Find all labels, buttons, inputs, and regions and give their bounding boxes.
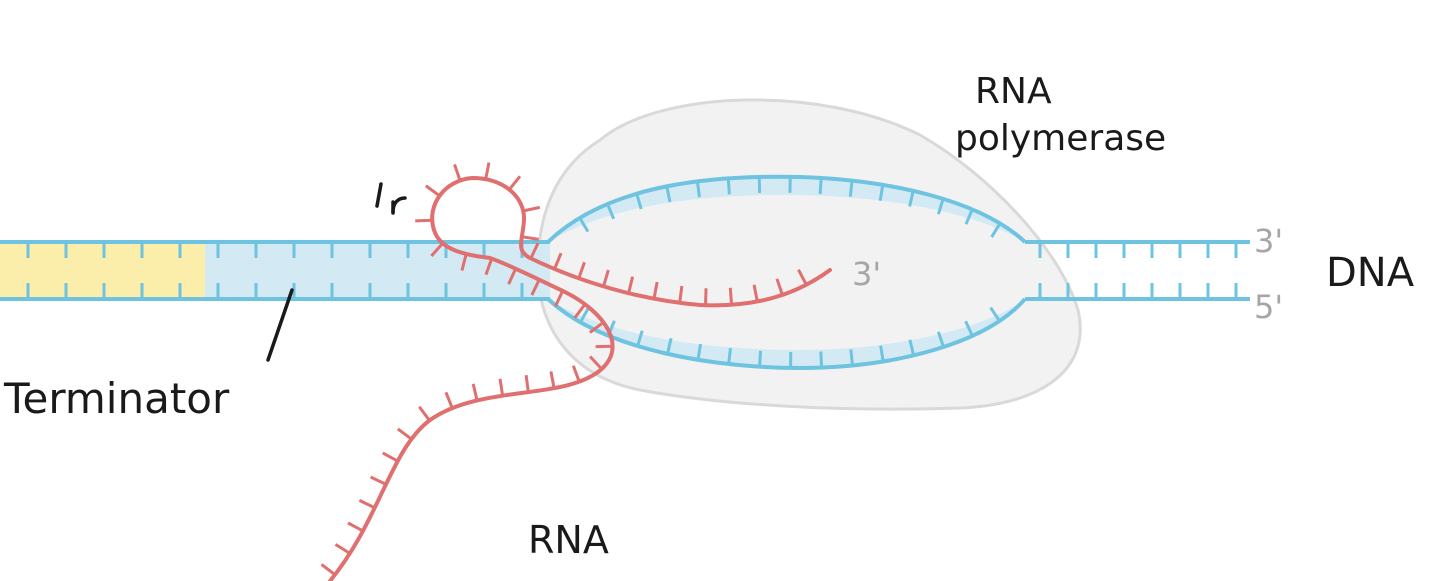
- base-tick: [571, 365, 581, 383]
- base-tick: [635, 193, 643, 210]
- dna-left-base-pairs: [26, 244, 524, 297]
- base-tick: [879, 345, 885, 362]
- base-tick: [577, 261, 586, 279]
- base-tick: [347, 521, 364, 533]
- dna-top-3prime-label: 3': [1254, 222, 1283, 260]
- base-tick: [529, 242, 540, 260]
- base-tick: [666, 337, 673, 355]
- base-tick: [396, 427, 413, 441]
- rna-3prime-label: 3': [852, 255, 881, 293]
- base-tick: [936, 198, 945, 215]
- base-tick: [908, 190, 915, 207]
- base-tick: [848, 180, 854, 197]
- base-tick: [498, 378, 505, 396]
- base-tick: [602, 269, 610, 287]
- base-tick: [418, 405, 431, 422]
- base-tick: [554, 290, 565, 307]
- base-tick: [990, 222, 1002, 238]
- rna-polymerase-label-line2: polymerase: [955, 118, 1166, 159]
- base-tick: [460, 253, 468, 271]
- base-tick: [849, 349, 854, 366]
- base-tick: [878, 184, 885, 201]
- base-tick: [578, 217, 590, 233]
- base-tick: [553, 252, 563, 270]
- base-tick: [521, 235, 539, 241]
- base-tick: [636, 330, 644, 347]
- base-tick: [381, 451, 399, 463]
- base-tick: [320, 563, 336, 576]
- base-tick: [369, 475, 387, 486]
- base-tick: [430, 242, 444, 257]
- base-tick: [522, 205, 541, 213]
- base-tick: [415, 218, 433, 223]
- base-tick: [665, 186, 672, 203]
- base-tick: [588, 355, 603, 370]
- base-tick: [579, 307, 590, 323]
- base-tick: [695, 181, 701, 198]
- base-tick: [524, 375, 530, 393]
- base-tick: [358, 499, 376, 510]
- terminator-label: Terminator: [3, 374, 230, 423]
- base-tick: [727, 347, 732, 365]
- dna-right-base-pairs: [1038, 244, 1238, 297]
- base-tick: [652, 281, 659, 299]
- base-tick: [696, 343, 703, 361]
- rna-strand: [328, 175, 832, 581]
- base-tick: [797, 268, 808, 286]
- bubble-bottom-strand: [546, 297, 1027, 371]
- base-tick: [453, 163, 462, 182]
- rna-label: RNA: [528, 518, 609, 562]
- base-tick: [728, 287, 734, 305]
- terminator-pointer-line: [266, 288, 294, 362]
- rna-bases: [320, 162, 808, 576]
- bubble-top-strand: [546, 174, 1027, 244]
- base-tick: [964, 208, 974, 225]
- base-tick: [484, 162, 491, 180]
- base-tick: [936, 331, 945, 348]
- base-tick: [819, 351, 824, 368]
- base-tick: [334, 543, 351, 555]
- base-tick: [549, 371, 556, 389]
- base-tick: [530, 279, 541, 296]
- base-tick: [964, 320, 974, 337]
- base-tick: [678, 285, 684, 304]
- base-tick: [444, 391, 454, 409]
- base-tick: [508, 175, 522, 191]
- base-tick: [989, 306, 1001, 322]
- dna-label: DNA: [1326, 250, 1415, 296]
- base-tick: [424, 184, 441, 198]
- base-tick: [471, 383, 479, 401]
- rna-polymerase-label-line1: RNA: [975, 71, 1052, 112]
- base-tick: [752, 284, 759, 302]
- base-tick: [818, 177, 823, 195]
- base-tick: [573, 303, 587, 319]
- base-tick: [758, 350, 763, 367]
- dna-bottom-5prime-label: 5': [1254, 288, 1283, 326]
- base-tick: [484, 258, 494, 276]
- base-tick: [507, 268, 518, 285]
- base-tick: [588, 321, 605, 334]
- base-tick: [908, 339, 916, 356]
- base-tick: [627, 276, 635, 294]
- base-tick: [775, 278, 784, 296]
- hairpin-mark: [375, 182, 407, 215]
- base-tick: [606, 203, 616, 220]
- base-tick: [726, 178, 731, 195]
